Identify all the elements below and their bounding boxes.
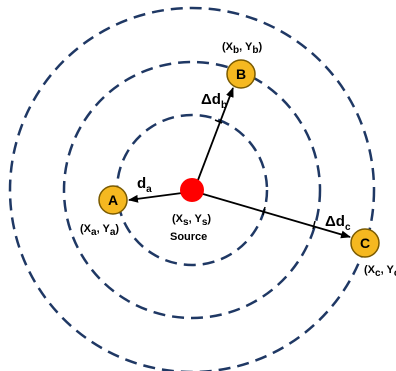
node-b: B bbox=[226, 59, 256, 89]
source-coordinates: (Xs, Ys) bbox=[172, 213, 211, 228]
arrow-to-b bbox=[197, 87, 234, 181]
node-a-label: A bbox=[108, 192, 118, 208]
node-c-coordinates: (Xc, Yc) bbox=[364, 264, 396, 279]
node-a-coordinates: (Xa, Ya) bbox=[80, 223, 119, 238]
ring-outer bbox=[8, 6, 376, 371]
distance-b-label: Δdb bbox=[201, 91, 227, 111]
ring-middle bbox=[62, 60, 322, 320]
node-c: C bbox=[350, 228, 380, 258]
source-label: Source bbox=[170, 231, 207, 243]
node-b-coordinates: (Xb, Yb) bbox=[222, 41, 263, 56]
arrow-to-a bbox=[128, 192, 183, 203]
source-point bbox=[180, 178, 204, 202]
node-c-label: C bbox=[360, 235, 370, 251]
ring-crossing-tick-b bbox=[214, 119, 223, 124]
ring-crossing-tick-c-middle bbox=[312, 220, 316, 230]
ring-crossing-tick-c-inner bbox=[262, 206, 266, 216]
distance-a-label: da bbox=[137, 175, 152, 195]
distance-c-label: Δdc bbox=[325, 213, 351, 233]
arrow-to-c bbox=[202, 193, 351, 239]
node-b-label: B bbox=[236, 66, 246, 82]
node-a: A bbox=[98, 185, 128, 215]
